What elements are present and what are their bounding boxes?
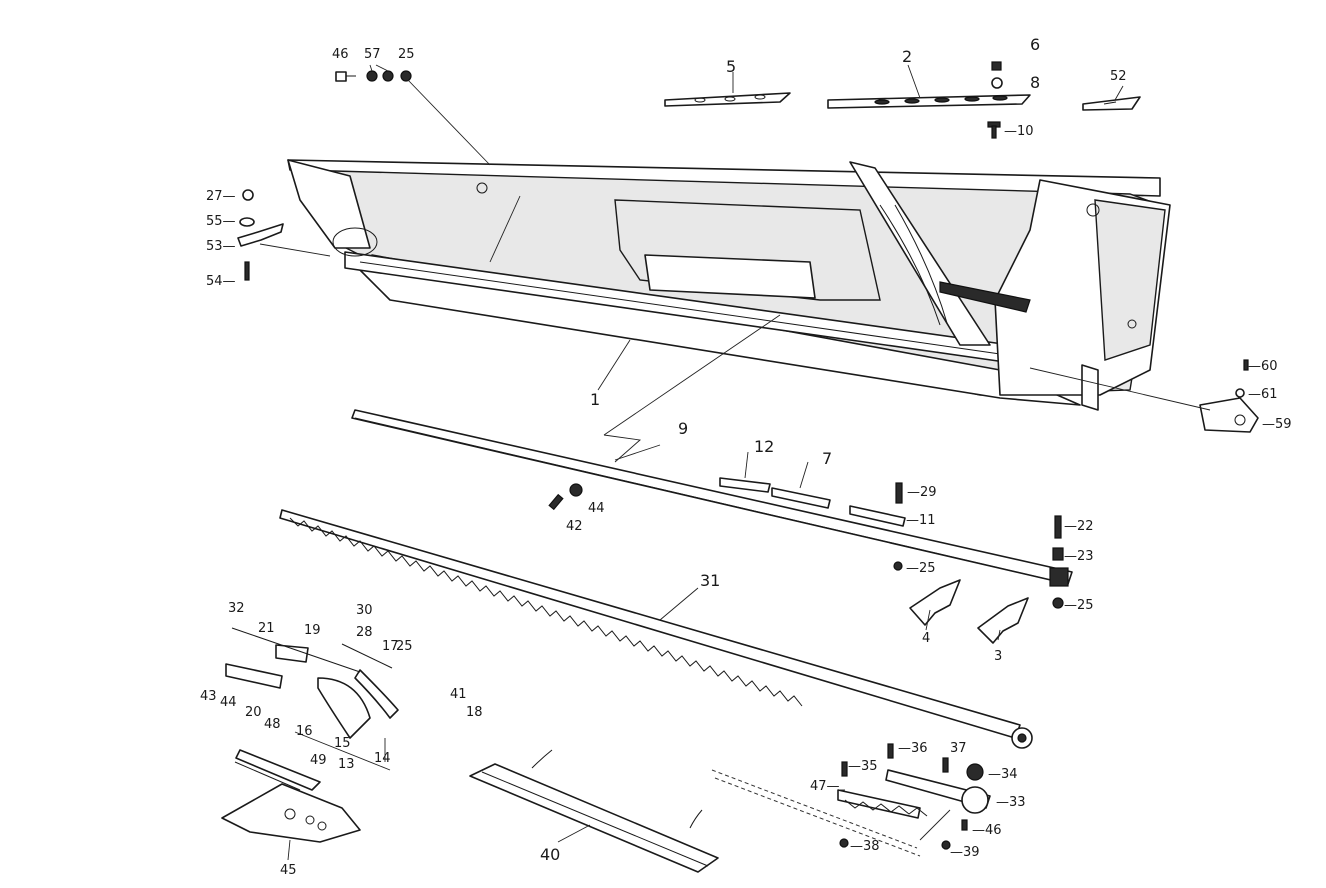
bolts-29-22-23-25 xyxy=(548,482,1064,609)
knife-guards-4-3 xyxy=(909,579,1029,644)
callout-29: —29 xyxy=(907,485,937,500)
callout-32: 32 xyxy=(228,601,245,616)
bolt-set-46-57-25 xyxy=(335,70,412,82)
callout-labels: 46 57 25 5 2 6 8 —10 52 27— 55— 53— 54— … xyxy=(200,35,1292,878)
divider-assembly xyxy=(221,627,399,843)
callout-38: —38 xyxy=(850,839,880,854)
callout-16: 16 xyxy=(296,724,313,739)
callout-44a: 44 xyxy=(588,501,605,516)
plate-52 xyxy=(1082,96,1141,111)
callout-47: 47— xyxy=(810,779,840,794)
callout-40: 40 xyxy=(540,845,560,864)
callout-45: 45 xyxy=(280,863,297,878)
callout-53: 53— xyxy=(206,239,236,254)
callout-46a: 46 xyxy=(332,47,349,62)
wear-plate-2 xyxy=(827,94,1031,109)
callout-9: 9 xyxy=(678,419,688,438)
callout-13: 13 xyxy=(338,757,355,772)
cutter-bar-9 xyxy=(351,409,1073,587)
wear-plate-5 xyxy=(664,92,791,107)
small-plates-12-7-11 xyxy=(719,477,906,527)
callout-10: —10 xyxy=(1004,124,1034,139)
callout-59: —59 xyxy=(1262,417,1292,432)
hook-assembly-53 xyxy=(237,189,284,281)
callout-57: 57 xyxy=(364,47,381,62)
callout-25d: 25 xyxy=(396,639,413,654)
callout-52: 52 xyxy=(1110,69,1127,84)
callout-6: 6 xyxy=(1030,35,1040,54)
callout-20: 20 xyxy=(245,705,262,720)
callout-15: 15 xyxy=(334,736,351,751)
callout-41: 41 xyxy=(450,687,467,702)
bolt-nut-6-8-10 xyxy=(987,61,1003,139)
sickle-31 xyxy=(279,509,1033,749)
callout-48: 48 xyxy=(264,717,281,732)
callout-21: 21 xyxy=(258,621,275,636)
callout-43: 43 xyxy=(200,689,217,704)
callout-1: 1 xyxy=(590,390,600,409)
callout-35: —35 xyxy=(848,759,878,774)
callout-49: 49 xyxy=(310,753,327,768)
callout-33: —33 xyxy=(996,795,1026,810)
callout-22: —22 xyxy=(1064,519,1094,534)
callout-11: —11 xyxy=(906,513,936,528)
callout-12: 12 xyxy=(754,437,774,456)
callout-23: —23 xyxy=(1064,549,1094,564)
callout-28: 28 xyxy=(356,625,373,640)
callout-46b: —46 xyxy=(972,823,1002,838)
callout-25b: —25 xyxy=(906,561,936,576)
callout-60: —60 xyxy=(1248,359,1278,374)
callout-19: 19 xyxy=(304,623,321,638)
callout-30: 30 xyxy=(356,603,373,618)
shoe-59 xyxy=(1199,359,1259,433)
callout-31: 31 xyxy=(700,571,720,590)
callout-8: 8 xyxy=(1030,73,1040,92)
callout-34: —34 xyxy=(988,767,1018,782)
callout-61: —61 xyxy=(1248,387,1278,402)
callout-54: 54— xyxy=(206,274,236,289)
callout-36: —36 xyxy=(898,741,928,756)
callout-25c: —25 xyxy=(1064,598,1094,613)
header-frame xyxy=(287,159,1171,411)
callout-55: 55— xyxy=(206,214,236,229)
callout-7: 7 xyxy=(822,449,832,468)
knife-drive xyxy=(711,743,991,857)
callout-4: 4 xyxy=(922,631,930,646)
callout-17: 17 xyxy=(382,639,399,654)
shield-40 xyxy=(469,749,719,873)
leader-lines xyxy=(259,64,1211,861)
callout-25a: 25 xyxy=(398,47,415,62)
callout-2: 2 xyxy=(902,47,912,66)
callout-37: 37 xyxy=(950,741,967,756)
callout-5: 5 xyxy=(726,57,736,76)
callout-39: —39 xyxy=(950,845,980,860)
callout-42: 42 xyxy=(566,519,583,534)
callout-14: 14 xyxy=(374,751,391,766)
callout-3: 3 xyxy=(994,649,1002,664)
callout-18: 18 xyxy=(466,705,483,720)
callout-27: 27— xyxy=(206,189,236,204)
callout-44b: 44 xyxy=(220,695,237,710)
